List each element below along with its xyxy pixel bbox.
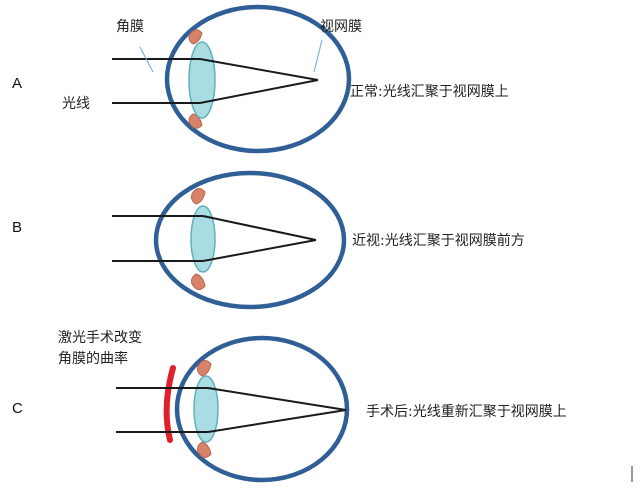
laser-note-line-2: 角膜的曲率 (58, 350, 128, 367)
panel-c-ray-bottom-refracted (207, 409, 347, 433)
panel-c-ciliary-bottom (197, 441, 212, 458)
cornea-pointer (139, 46, 154, 73)
panel-c-caption: 手术后:光线重新汇聚于视网膜上 (366, 404, 567, 420)
panel-a-ray-top-refracted (199, 58, 319, 81)
panel-b-ciliary-top (191, 188, 206, 205)
panel-a-lens (188, 41, 216, 119)
panel-b-ray-bottom-refracted (202, 239, 317, 262)
panel-a-letter: A (12, 75, 22, 92)
panel-c-ciliary-top (197, 360, 212, 377)
panel-b-eyeball (153, 170, 347, 310)
panel-b-lens (190, 205, 216, 273)
panel-c-ray-top-refracted (207, 387, 347, 411)
panel-c-lens (193, 375, 219, 443)
panel-a: A 角膜 视网膜 光线 正常:光线汇聚于视网膜上 (12, 4, 509, 154)
panel-b-caption: 近视:光线汇聚于视网膜前方 (352, 232, 525, 249)
panel-b: B 近视:光线汇聚于视网膜前方 (12, 170, 525, 310)
panel-c-letter: C (12, 400, 23, 417)
panel-a-caption: 正常:光线汇聚于视网膜上 (350, 84, 509, 100)
cornea-label: 角膜 (116, 19, 144, 35)
retina-pointer (313, 39, 323, 73)
retina-label: 视网膜 (320, 19, 362, 35)
light-label: 光线 (62, 96, 90, 112)
panel-a-ray-bottom-refracted (199, 79, 319, 104)
panel-a-eyeball (164, 4, 352, 154)
laser-corrected-cornea (163, 365, 176, 443)
panel-b-ciliary-bottom (191, 273, 206, 290)
panel-c: C 激光手术改变 角膜的曲率 手术后:光线重新汇聚于视网膜上 (12, 329, 567, 483)
panel-a-ciliary-top (188, 29, 203, 45)
panel-b-letter: B (12, 219, 22, 236)
laser-note-line-1: 激光手术改变 (58, 329, 142, 346)
panel-b-ray-top-refracted (202, 215, 317, 241)
panel-c-eyeball (174, 335, 350, 483)
